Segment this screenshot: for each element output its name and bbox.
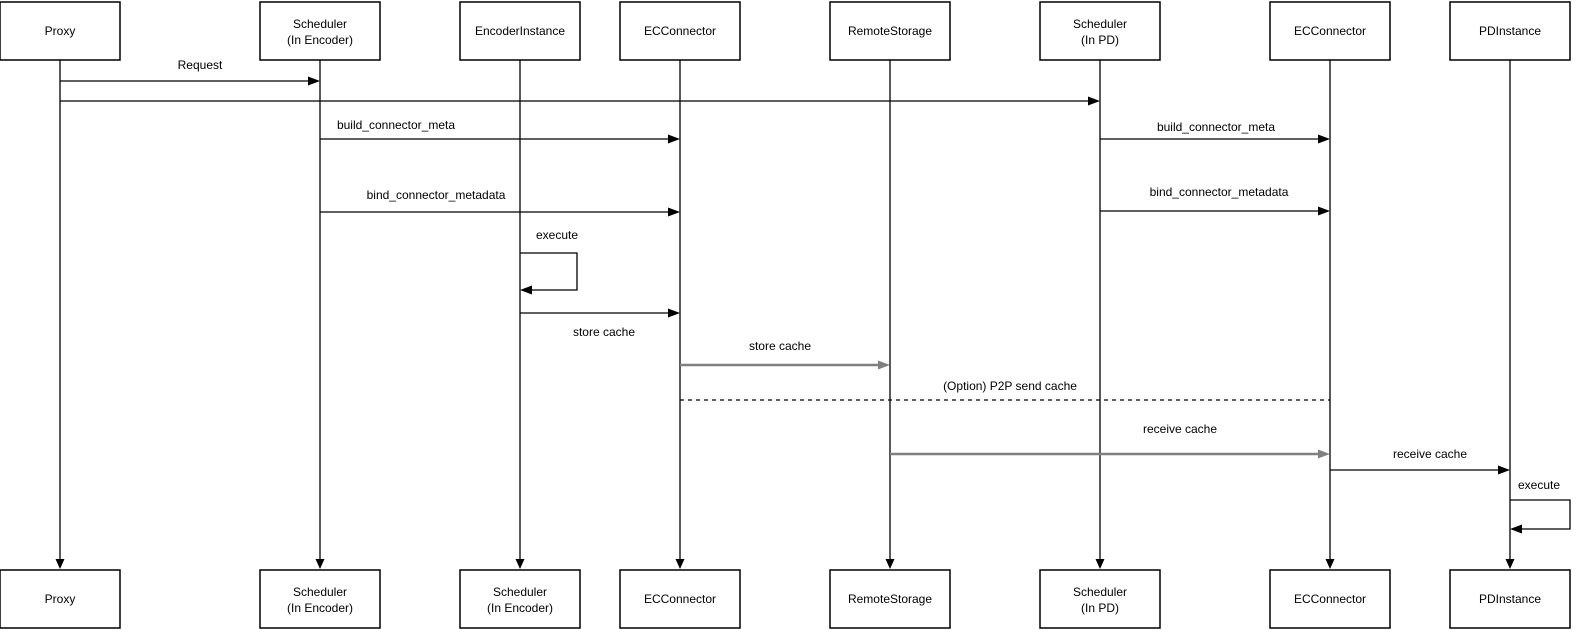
message-store-cache-text-label: store cache bbox=[573, 325, 635, 339]
message-bind-connector-metadata-left-arrowhead bbox=[668, 207, 680, 217]
message-proxy-to-scheduler-pd-arrowhead bbox=[1088, 96, 1100, 106]
message-execute-encoder-label: execute bbox=[536, 228, 578, 242]
message-request-label: Request bbox=[178, 58, 223, 72]
message-bind-connector-metadata-left-label: bind_connector_metadata bbox=[367, 188, 506, 202]
participant-top-box-remote-storage bbox=[829, 1, 951, 61]
message-execute-pd-loop bbox=[1510, 499, 1571, 530]
message-execute-encoder-loop bbox=[520, 252, 578, 291]
message-receive-cache-remote-label: receive cache bbox=[1143, 422, 1217, 436]
participant-top-label-remote-storage: RemoteStorage bbox=[848, 24, 932, 38]
participant-top-label-ec-connector-1: ECConnector bbox=[644, 24, 716, 38]
participant-bottom-box-ec-connector-1 bbox=[619, 569, 741, 629]
participant-top-label-scheduler-encoder: Scheduler(In Encoder) bbox=[287, 17, 353, 47]
message-build-connector-meta-left-arrowhead bbox=[668, 134, 680, 144]
participant-top-box-proxy bbox=[0, 1, 121, 61]
message-build-connector-meta-right-label: build_connector_meta bbox=[1157, 120, 1275, 134]
lifeline-arrowhead-ec-connector-1 bbox=[675, 559, 685, 569]
message-store-cache-label: store cache bbox=[749, 339, 811, 353]
lifeline-arrowhead-remote-storage bbox=[885, 559, 895, 569]
participant-top-label-ec-connector-2: ECConnector bbox=[1294, 24, 1366, 38]
message-request-arrowhead bbox=[308, 76, 320, 86]
lifeline-arrowhead-pd-instance bbox=[1505, 559, 1515, 569]
participant-bottom-label-encoder-instance: Scheduler(In Encoder) bbox=[487, 585, 553, 615]
participant-top-label-pd-instance: PDInstance bbox=[1479, 24, 1541, 38]
message-execute-encoder-arrowhead bbox=[520, 285, 532, 295]
message-p2p-send-cache-label: (Option) P2P send cache bbox=[943, 379, 1077, 393]
participant-bottom-label-remote-storage: RemoteStorage bbox=[848, 592, 932, 606]
participant-bottom-box-scheduler-pd bbox=[1039, 569, 1161, 629]
lifeline-arrowhead-encoder-instance bbox=[515, 559, 525, 569]
message-store-cache-arrowhead bbox=[878, 360, 890, 370]
message-execute-pd-arrowhead bbox=[1510, 524, 1522, 534]
participant-bottom-label-pd-instance: PDInstance bbox=[1479, 592, 1541, 606]
message-build-connector-meta-right-arrowhead bbox=[1318, 134, 1330, 144]
participant-bottom-label-ec-connector-1: ECConnector bbox=[644, 592, 716, 606]
message-bind-connector-metadata-right-arrowhead bbox=[1318, 206, 1330, 216]
lifeline-arrowhead-ec-connector-2 bbox=[1325, 559, 1335, 569]
message-bind-connector-metadata-right-label: bind_connector_metadata bbox=[1150, 185, 1289, 199]
participant-bottom-box-pd-instance bbox=[1449, 569, 1571, 629]
message-receive-cache-pd-arrowhead bbox=[1498, 465, 1510, 475]
participant-top-box-scheduler-encoder bbox=[259, 1, 381, 61]
participant-bottom-box-scheduler-encoder bbox=[259, 569, 381, 629]
participant-bottom-box-proxy bbox=[0, 569, 121, 629]
lifeline-arrowhead-scheduler-encoder bbox=[315, 559, 325, 569]
lifeline-arrowhead-scheduler-pd bbox=[1095, 559, 1105, 569]
participant-top-box-ec-connector-2 bbox=[1269, 1, 1391, 61]
participant-top-label-scheduler-pd: Scheduler(In PD) bbox=[1073, 17, 1127, 47]
participant-bottom-box-encoder-instance bbox=[459, 569, 581, 629]
message-encoder-to-ecconnector-arrowhead bbox=[668, 308, 680, 318]
lifeline-arrowhead-proxy bbox=[55, 559, 65, 569]
participant-top-box-pd-instance bbox=[1449, 1, 1571, 61]
message-receive-cache-pd-label: receive cache bbox=[1393, 447, 1467, 461]
participant-top-label-encoder-instance: EncoderInstance bbox=[475, 24, 565, 38]
message-build-connector-meta-left-label: build_connector_meta bbox=[337, 118, 455, 132]
participant-top-box-encoder-instance bbox=[459, 1, 581, 61]
participant-top-label-proxy: Proxy bbox=[45, 24, 76, 38]
participant-top-box-ec-connector-1 bbox=[619, 1, 741, 61]
participant-top-box-scheduler-pd bbox=[1039, 1, 1161, 61]
participant-bottom-box-ec-connector-2 bbox=[1269, 569, 1391, 629]
participant-bottom-label-ec-connector-2: ECConnector bbox=[1294, 592, 1366, 606]
message-receive-cache-remote-arrowhead bbox=[1318, 449, 1330, 459]
message-execute-pd-label: execute bbox=[1518, 478, 1560, 492]
participant-bottom-box-remote-storage bbox=[829, 569, 951, 629]
participant-bottom-label-proxy: Proxy bbox=[45, 592, 76, 606]
participant-bottom-label-scheduler-pd: Scheduler(In PD) bbox=[1073, 585, 1127, 615]
participant-bottom-label-scheduler-encoder: Scheduler(In Encoder) bbox=[287, 585, 353, 615]
